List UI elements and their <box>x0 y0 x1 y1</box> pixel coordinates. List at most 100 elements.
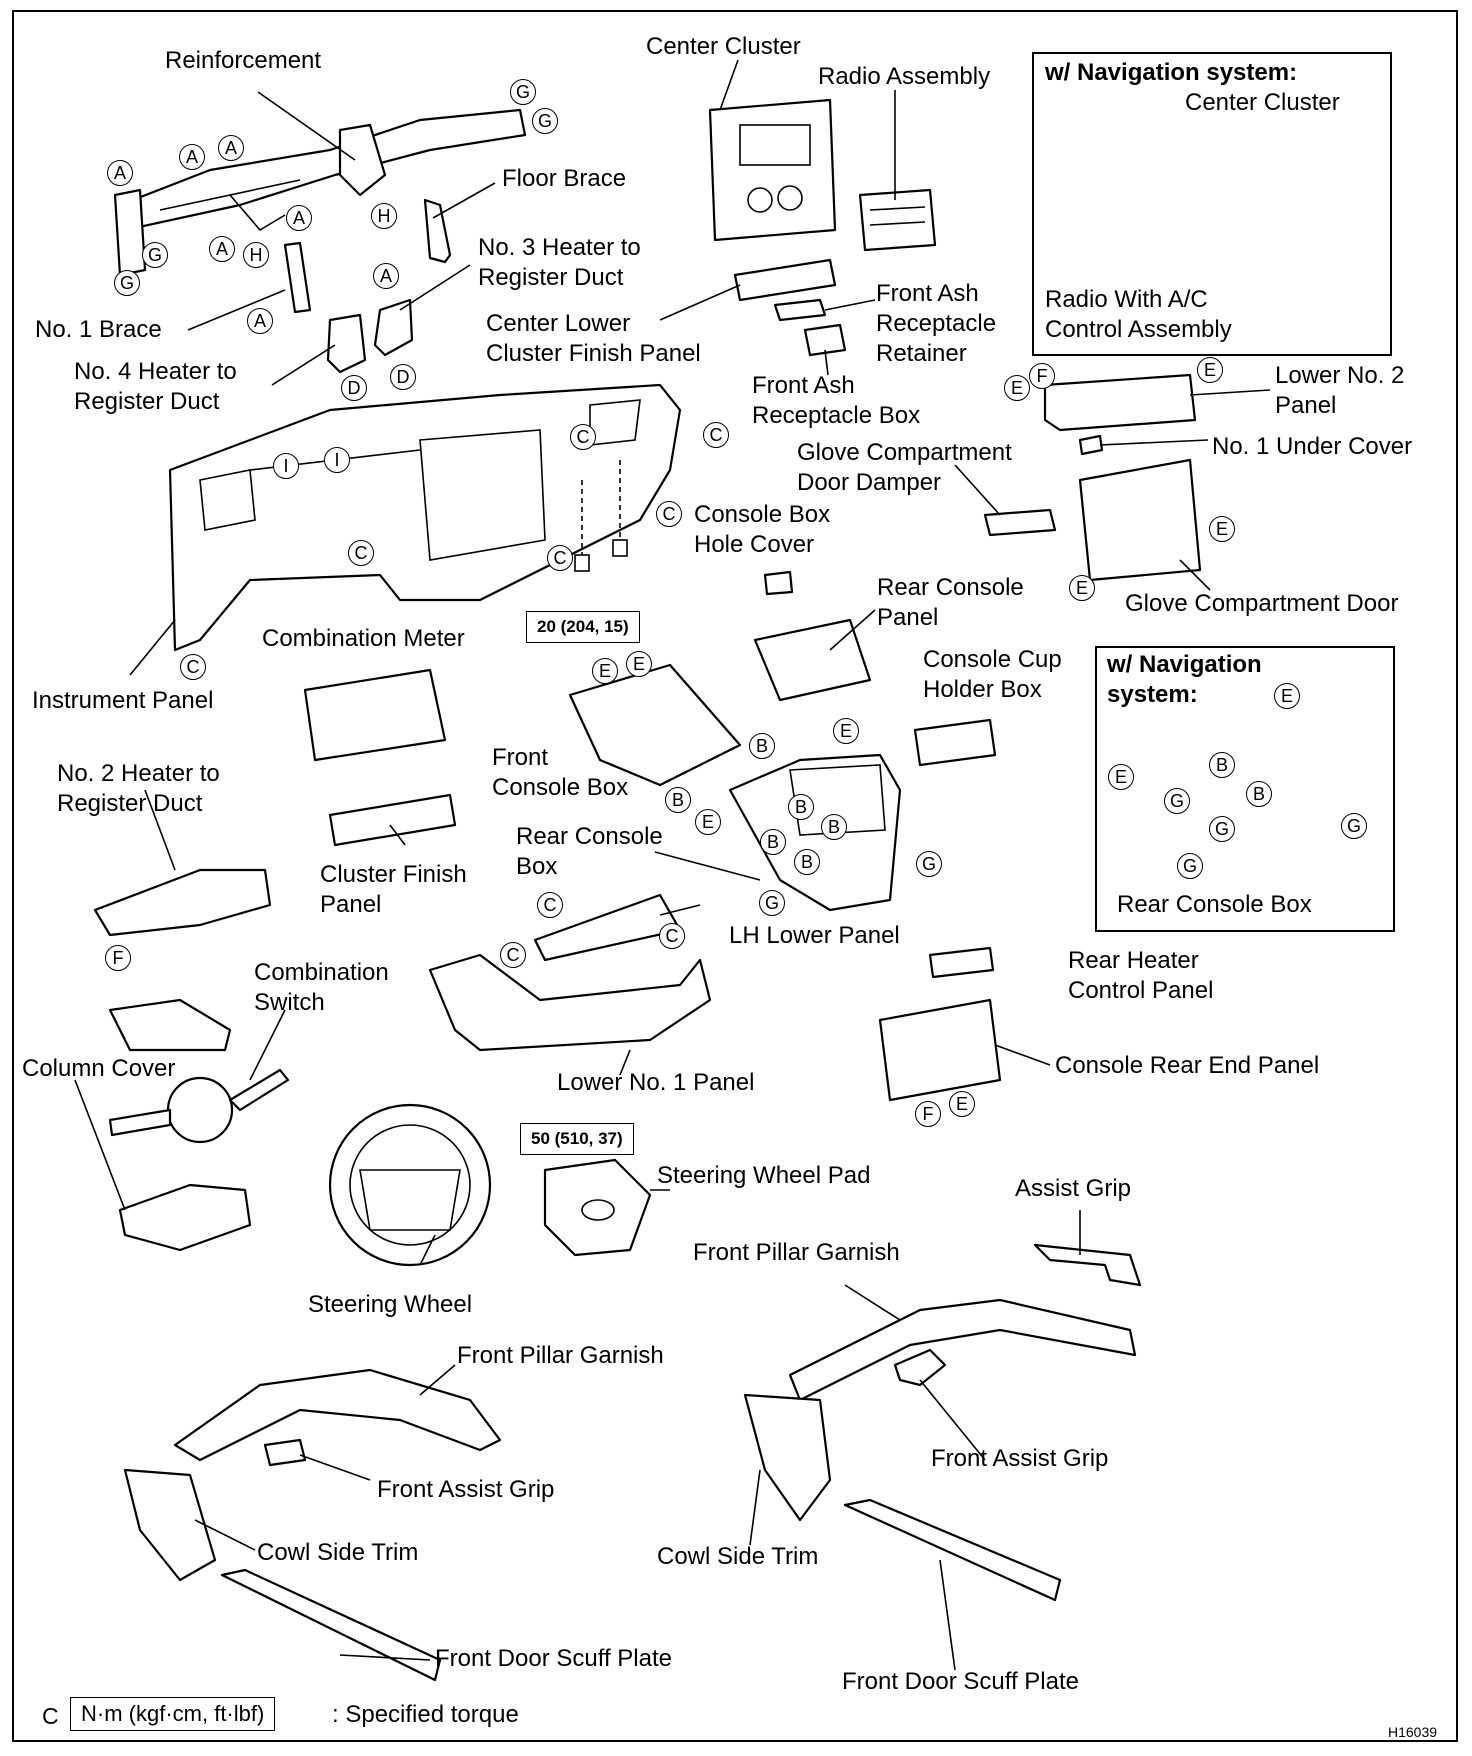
steering-pad-part <box>543 1158 652 1257</box>
nav-cluster-title: w/ Navigation system: <box>1045 59 1298 86</box>
figure-id: H16039 <box>1388 1724 1438 1740</box>
marker-e: E <box>833 718 859 744</box>
label-no4-duct: No. 4 Heater to Register Duct <box>74 358 237 415</box>
radio-assembly-part <box>858 188 937 252</box>
marker-f: F <box>105 945 131 971</box>
nav-rear-console-label: Rear Console Box <box>1117 891 1312 918</box>
label-scuff-right: Front Door Scuff Plate <box>842 1668 1079 1695</box>
nav-console-title: w/ Navigation system: <box>1107 651 1262 708</box>
cluster-finish-panel-part <box>328 793 457 847</box>
cowl-side-trim-left-part <box>123 1468 217 1582</box>
marker-e: E <box>1274 683 1300 709</box>
console-rear-end-part <box>878 998 1002 1102</box>
marker-g: G <box>114 270 140 296</box>
label-center-lower: Center Lower Cluster Finish Panel <box>486 310 701 367</box>
marker-d: D <box>390 364 416 390</box>
marker-h: H <box>243 242 269 268</box>
marker-c: C <box>659 923 685 949</box>
marker-b: B <box>749 733 775 759</box>
marker-b: B <box>788 794 814 820</box>
rear-console-panel-part <box>753 618 872 702</box>
reinforcement-part <box>113 108 527 277</box>
diagram-frame <box>12 10 1458 1742</box>
marker-d: D <box>341 375 367 401</box>
nav-center-cluster-label: Center Cluster <box>1185 89 1340 116</box>
label-no3-duct: No. 3 Heater to Register Duct <box>478 234 641 291</box>
no4-duct-part <box>326 313 367 374</box>
label-floor-brace: Floor Brace <box>502 165 627 192</box>
marker-a: A <box>218 135 244 161</box>
label-front-pillar-right: Front Pillar Garnish <box>693 1239 900 1266</box>
marker-c: C <box>703 422 729 448</box>
lower-no2-panel-part <box>1043 373 1197 432</box>
glove-door-damper-part <box>983 508 1057 537</box>
no3-duct-part <box>373 298 414 357</box>
marker-g: G <box>142 242 168 268</box>
label-no1-brace: No. 1 Brace <box>35 316 162 343</box>
legend-unit-box: N·m (kgf·cm, ft·lbf) <box>70 1697 276 1731</box>
marker-g: G <box>1177 853 1203 879</box>
marker-c: C <box>656 501 682 527</box>
label-cowl-left: Cowl Side Trim <box>257 1539 419 1566</box>
marker-a: A <box>179 144 205 170</box>
label-rear-heater: Rear Heater Control Panel <box>1068 947 1214 1004</box>
legend-text: : Specified torque <box>332 1701 519 1728</box>
marker-e: E <box>592 658 618 684</box>
label-front-console: Front Console Box <box>492 744 629 801</box>
console-cup-holder-part <box>913 718 997 767</box>
rear-heater-panel-part <box>928 946 995 979</box>
console-hole-cover-part <box>763 570 794 596</box>
marker-g: G <box>1341 813 1367 839</box>
label-lower-no2: Lower No. 2 Panel <box>1275 362 1405 419</box>
label-column-cover: Column Cover <box>22 1055 176 1082</box>
steering-wheel-part <box>328 1103 492 1267</box>
marker-g: G <box>759 890 785 916</box>
marker-e: E <box>1069 575 1095 601</box>
label-center-cluster: Center Cluster <box>646 33 801 60</box>
rear-console-box-part <box>728 753 902 912</box>
label-glove-damper: Glove Compartment Door Damper <box>797 439 1012 496</box>
marker-c: C <box>500 942 526 968</box>
label-rear-console-panel: Rear Console Panel <box>877 574 1024 631</box>
marker-e: E <box>1004 375 1030 401</box>
torque-spec-1: 20 (204, 15) <box>526 611 640 643</box>
label-cowl-right: Cowl Side Trim <box>657 1543 819 1570</box>
marker-c: C <box>180 654 206 680</box>
ash-retainer-part <box>773 298 827 322</box>
label-no1-under: No. 1 Under Cover <box>1212 433 1413 460</box>
marker-b: B <box>821 814 847 840</box>
label-scuff-left: Front Door Scuff Plate <box>435 1645 672 1672</box>
label-console-rear-end: Console Rear End Panel <box>1055 1052 1320 1079</box>
scuff-plate-left-part <box>220 1568 442 1682</box>
marker-b: B <box>665 787 691 813</box>
label-steering-pad: Steering Wheel Pad <box>657 1162 871 1189</box>
marker-g: G <box>1164 788 1190 814</box>
marker-b: B <box>1209 752 1235 778</box>
leader-lines <box>74 59 1271 1671</box>
label-ash-box: Front Ash Receptacle Box <box>752 372 921 429</box>
center-cluster-part <box>708 98 837 242</box>
combination-meter-part <box>303 668 447 762</box>
cowl-side-trim-right-part <box>743 1393 832 1522</box>
label-console-cup: Console Cup Holder Box <box>923 646 1062 703</box>
label-front-assist-left: Front Assist Grip <box>377 1476 555 1503</box>
torque-bolt <box>574 539 628 572</box>
lower-no1-panel-part <box>428 953 712 1052</box>
center-lower-part <box>733 258 837 302</box>
marker-f: F <box>1029 363 1055 389</box>
marker-b: B <box>760 829 786 855</box>
marker-a: A <box>286 205 312 231</box>
floor-brace-part <box>423 198 452 264</box>
front-assist-grip-right-part <box>893 1348 947 1387</box>
label-glove-door: Glove Compartment Door <box>1125 590 1399 617</box>
label-assist-grip: Assist Grip <box>1015 1175 1132 1202</box>
glove-compartment-door-part <box>1078 458 1202 582</box>
marker-g: G <box>1209 816 1235 842</box>
marker-b: B <box>794 849 820 875</box>
label-front-pillar-left: Front Pillar Garnish <box>457 1342 664 1369</box>
assist-grip-part <box>1033 1243 1142 1287</box>
legend-letter: C <box>42 1703 59 1729</box>
label-lower-no1: Lower No. 1 Panel <box>557 1069 755 1096</box>
marker-e: E <box>1209 516 1235 542</box>
label-ash-retainer: Front Ash Receptacle Retainer <box>876 280 997 367</box>
